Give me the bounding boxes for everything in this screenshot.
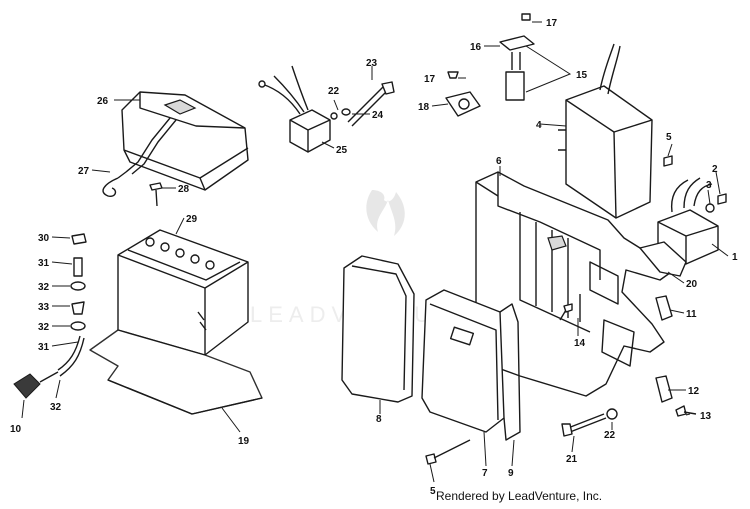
callout-22-a: 22 — [328, 86, 340, 97]
screw-5 — [663, 155, 673, 167]
callout-22-b: 22 — [604, 430, 616, 441]
bolt-13 — [675, 405, 697, 417]
callout-33: 33 — [38, 302, 50, 313]
callout-29: 29 — [186, 214, 198, 225]
wire-clamp-parts — [445, 13, 535, 117]
bolt-21 — [561, 413, 607, 437]
callout-6: 6 — [496, 156, 502, 167]
side-cover-8 — [341, 255, 415, 403]
callout-17-a: 17 — [546, 18, 558, 29]
callout-19: 19 — [238, 436, 250, 447]
screw-5-bottom — [425, 439, 471, 465]
callout-13: 13 — [700, 411, 712, 422]
washer-22 — [606, 408, 618, 420]
callout-3: 3 — [706, 180, 712, 191]
callout-14: 14 — [574, 338, 586, 349]
callout-4: 4 — [536, 120, 542, 131]
callout-32-c: 32 — [50, 402, 62, 413]
callout-5-b: 5 — [430, 486, 436, 497]
callout-7: 7 — [482, 468, 488, 479]
control-module-4 — [558, 43, 653, 219]
bracket-20 — [639, 241, 687, 277]
battery-strap — [102, 117, 177, 198]
clamp-12 — [655, 375, 673, 403]
battery — [117, 229, 249, 356]
bolt-23 — [330, 81, 395, 127]
callout-1: 1 — [732, 252, 738, 263]
battery-mat — [89, 329, 263, 415]
callout-12: 12 — [688, 386, 700, 397]
screw-2 — [705, 193, 727, 213]
callout-8: 8 — [376, 414, 382, 425]
callout-16: 16 — [470, 42, 482, 53]
regulator-25 — [258, 65, 331, 153]
callout-labels: 26 27 28 29 30 31 32 33 32 31 32 10 19 2… — [10, 18, 738, 497]
callout-17-b: 17 — [424, 74, 436, 85]
callout-5-a: 5 — [666, 132, 672, 143]
callout-27: 27 — [78, 166, 90, 177]
callout-32-a: 32 — [38, 282, 50, 293]
callout-23: 23 — [366, 58, 378, 69]
callout-21: 21 — [566, 454, 578, 465]
callout-28: 28 — [178, 184, 190, 195]
callout-15: 15 — [576, 70, 588, 81]
callout-30: 30 — [38, 233, 50, 244]
callout-10: 10 — [10, 424, 22, 435]
battery-cable-parts — [13, 233, 87, 399]
main-housing-6 — [475, 171, 675, 397]
battery-cover — [121, 91, 249, 191]
callout-25: 25 — [336, 145, 348, 156]
callout-24: 24 — [372, 110, 384, 121]
screw-14 — [559, 303, 573, 321]
cover-plate-7 — [421, 289, 505, 433]
callout-32-b: 32 — [38, 322, 50, 333]
callout-26: 26 — [97, 96, 109, 107]
callout-11: 11 — [686, 309, 697, 320]
callout-18: 18 — [418, 102, 430, 113]
credit-text: Rendered by LeadVenture, Inc. — [436, 489, 603, 503]
clamp-11 — [655, 295, 673, 321]
cover-plate-9 — [499, 303, 521, 441]
callout-20: 20 — [686, 279, 698, 290]
callout-9: 9 — [508, 468, 514, 479]
callout-31-a: 31 — [38, 258, 50, 269]
callout-2: 2 — [712, 164, 718, 175]
callout-31-b: 31 — [38, 342, 50, 353]
bolt-28 — [149, 182, 163, 207]
leader-lines — [21, 21, 729, 483]
